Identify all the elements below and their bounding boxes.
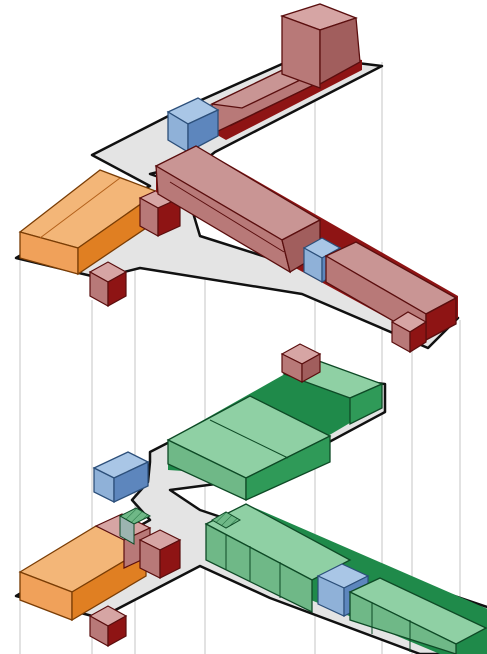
blue-volume-upper: [166, 97, 220, 154]
blue-volume-lower-left: [92, 451, 150, 504]
upper-level: [14, 3, 460, 354]
red-cube-lower-top: [280, 343, 322, 384]
hatched-stair-core: [118, 507, 152, 545]
lower-level: [14, 343, 487, 654]
orange-volume-upper: [18, 169, 160, 276]
red-small-cube-right: [390, 311, 428, 354]
green-volume-right-end: [348, 577, 487, 654]
red-small-cube-upper: [88, 261, 128, 308]
red-tower-top: [279, 3, 361, 89]
red-small-cube-lower: [88, 605, 128, 648]
